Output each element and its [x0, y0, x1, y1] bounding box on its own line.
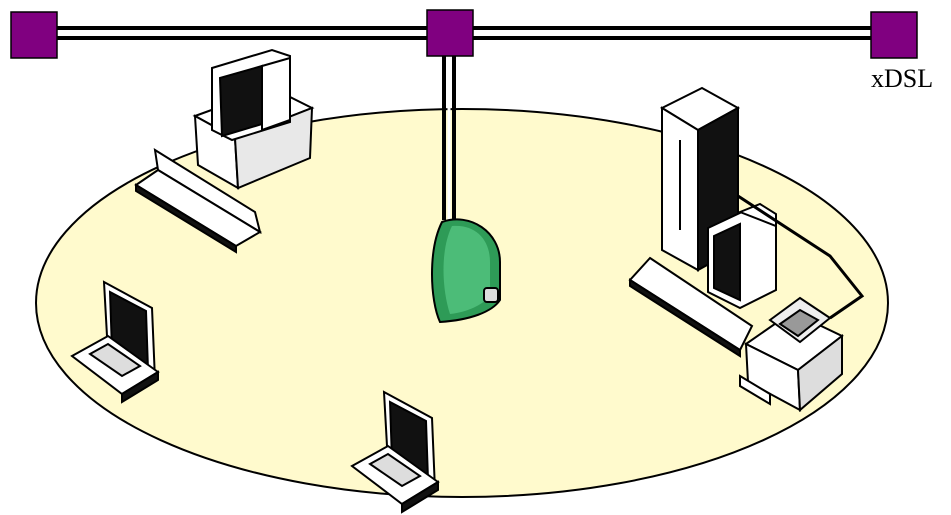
laptop-icon [350, 390, 440, 514]
router-uplink-cable [442, 55, 456, 220]
desktop-computer-icon [707, 202, 777, 310]
desktop-computer-icon [134, 48, 315, 254]
printer-cable [737, 194, 865, 320]
printer-icon [739, 296, 844, 413]
laptop-icon [70, 280, 160, 404]
wireless-router-icon [431, 218, 501, 324]
square-node-icon [870, 11, 918, 59]
square-node-icon [10, 11, 58, 59]
xdsl-label: xDSL [871, 64, 934, 93]
keyboard-icon [628, 256, 754, 358]
square-node-icon [426, 9, 474, 57]
